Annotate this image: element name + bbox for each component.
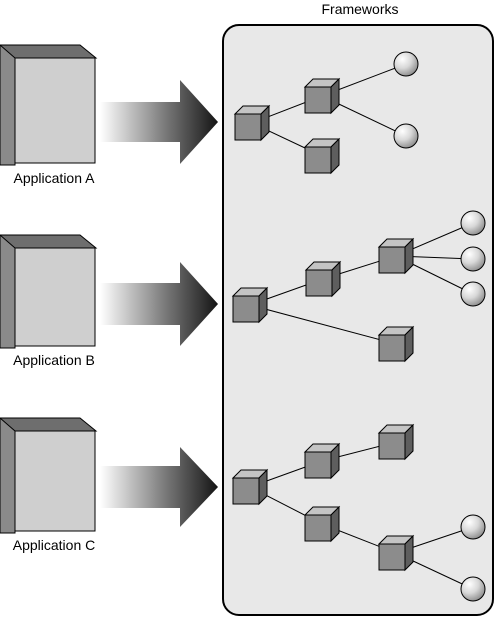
component-cube-icon [304,260,342,298]
leaf-sphere-icon [460,576,486,602]
component-cube-icon [377,423,415,461]
application-a-label: Application A [13,170,95,186]
component-cube-icon [303,137,341,175]
leaf-sphere-icon [460,514,486,540]
component-cube-icon [231,286,269,324]
leaf-sphere-icon [460,210,486,236]
arrow-icon-a [100,80,218,164]
application-box-icon-b [0,234,98,349]
component-cube-icon [231,468,269,506]
component-cube-icon [377,534,415,572]
application-b-label: Application B [13,352,95,368]
arrow-icon-b [100,262,218,346]
arrow-icon-c [100,447,218,527]
component-cube-icon [377,237,415,275]
application-box-icon-c [0,417,98,534]
leaf-sphere-icon [460,281,486,307]
frameworks-panel [222,24,494,616]
application-c-label: Application C [12,537,96,553]
component-cubes [231,77,415,572]
leaf-sphere-icon [393,51,419,77]
component-cube-icon [303,77,341,115]
leaf-spheres [393,51,486,602]
leaf-sphere-icon [393,123,419,149]
leaf-sphere-icon [460,246,486,272]
component-cube-icon [303,505,341,543]
frameworks-title: Frameworks [321,1,399,17]
component-cube-icon [233,104,271,142]
component-cube-icon [303,442,341,480]
component-cube-icon [377,325,415,363]
application-box-icon-a [0,44,98,166]
